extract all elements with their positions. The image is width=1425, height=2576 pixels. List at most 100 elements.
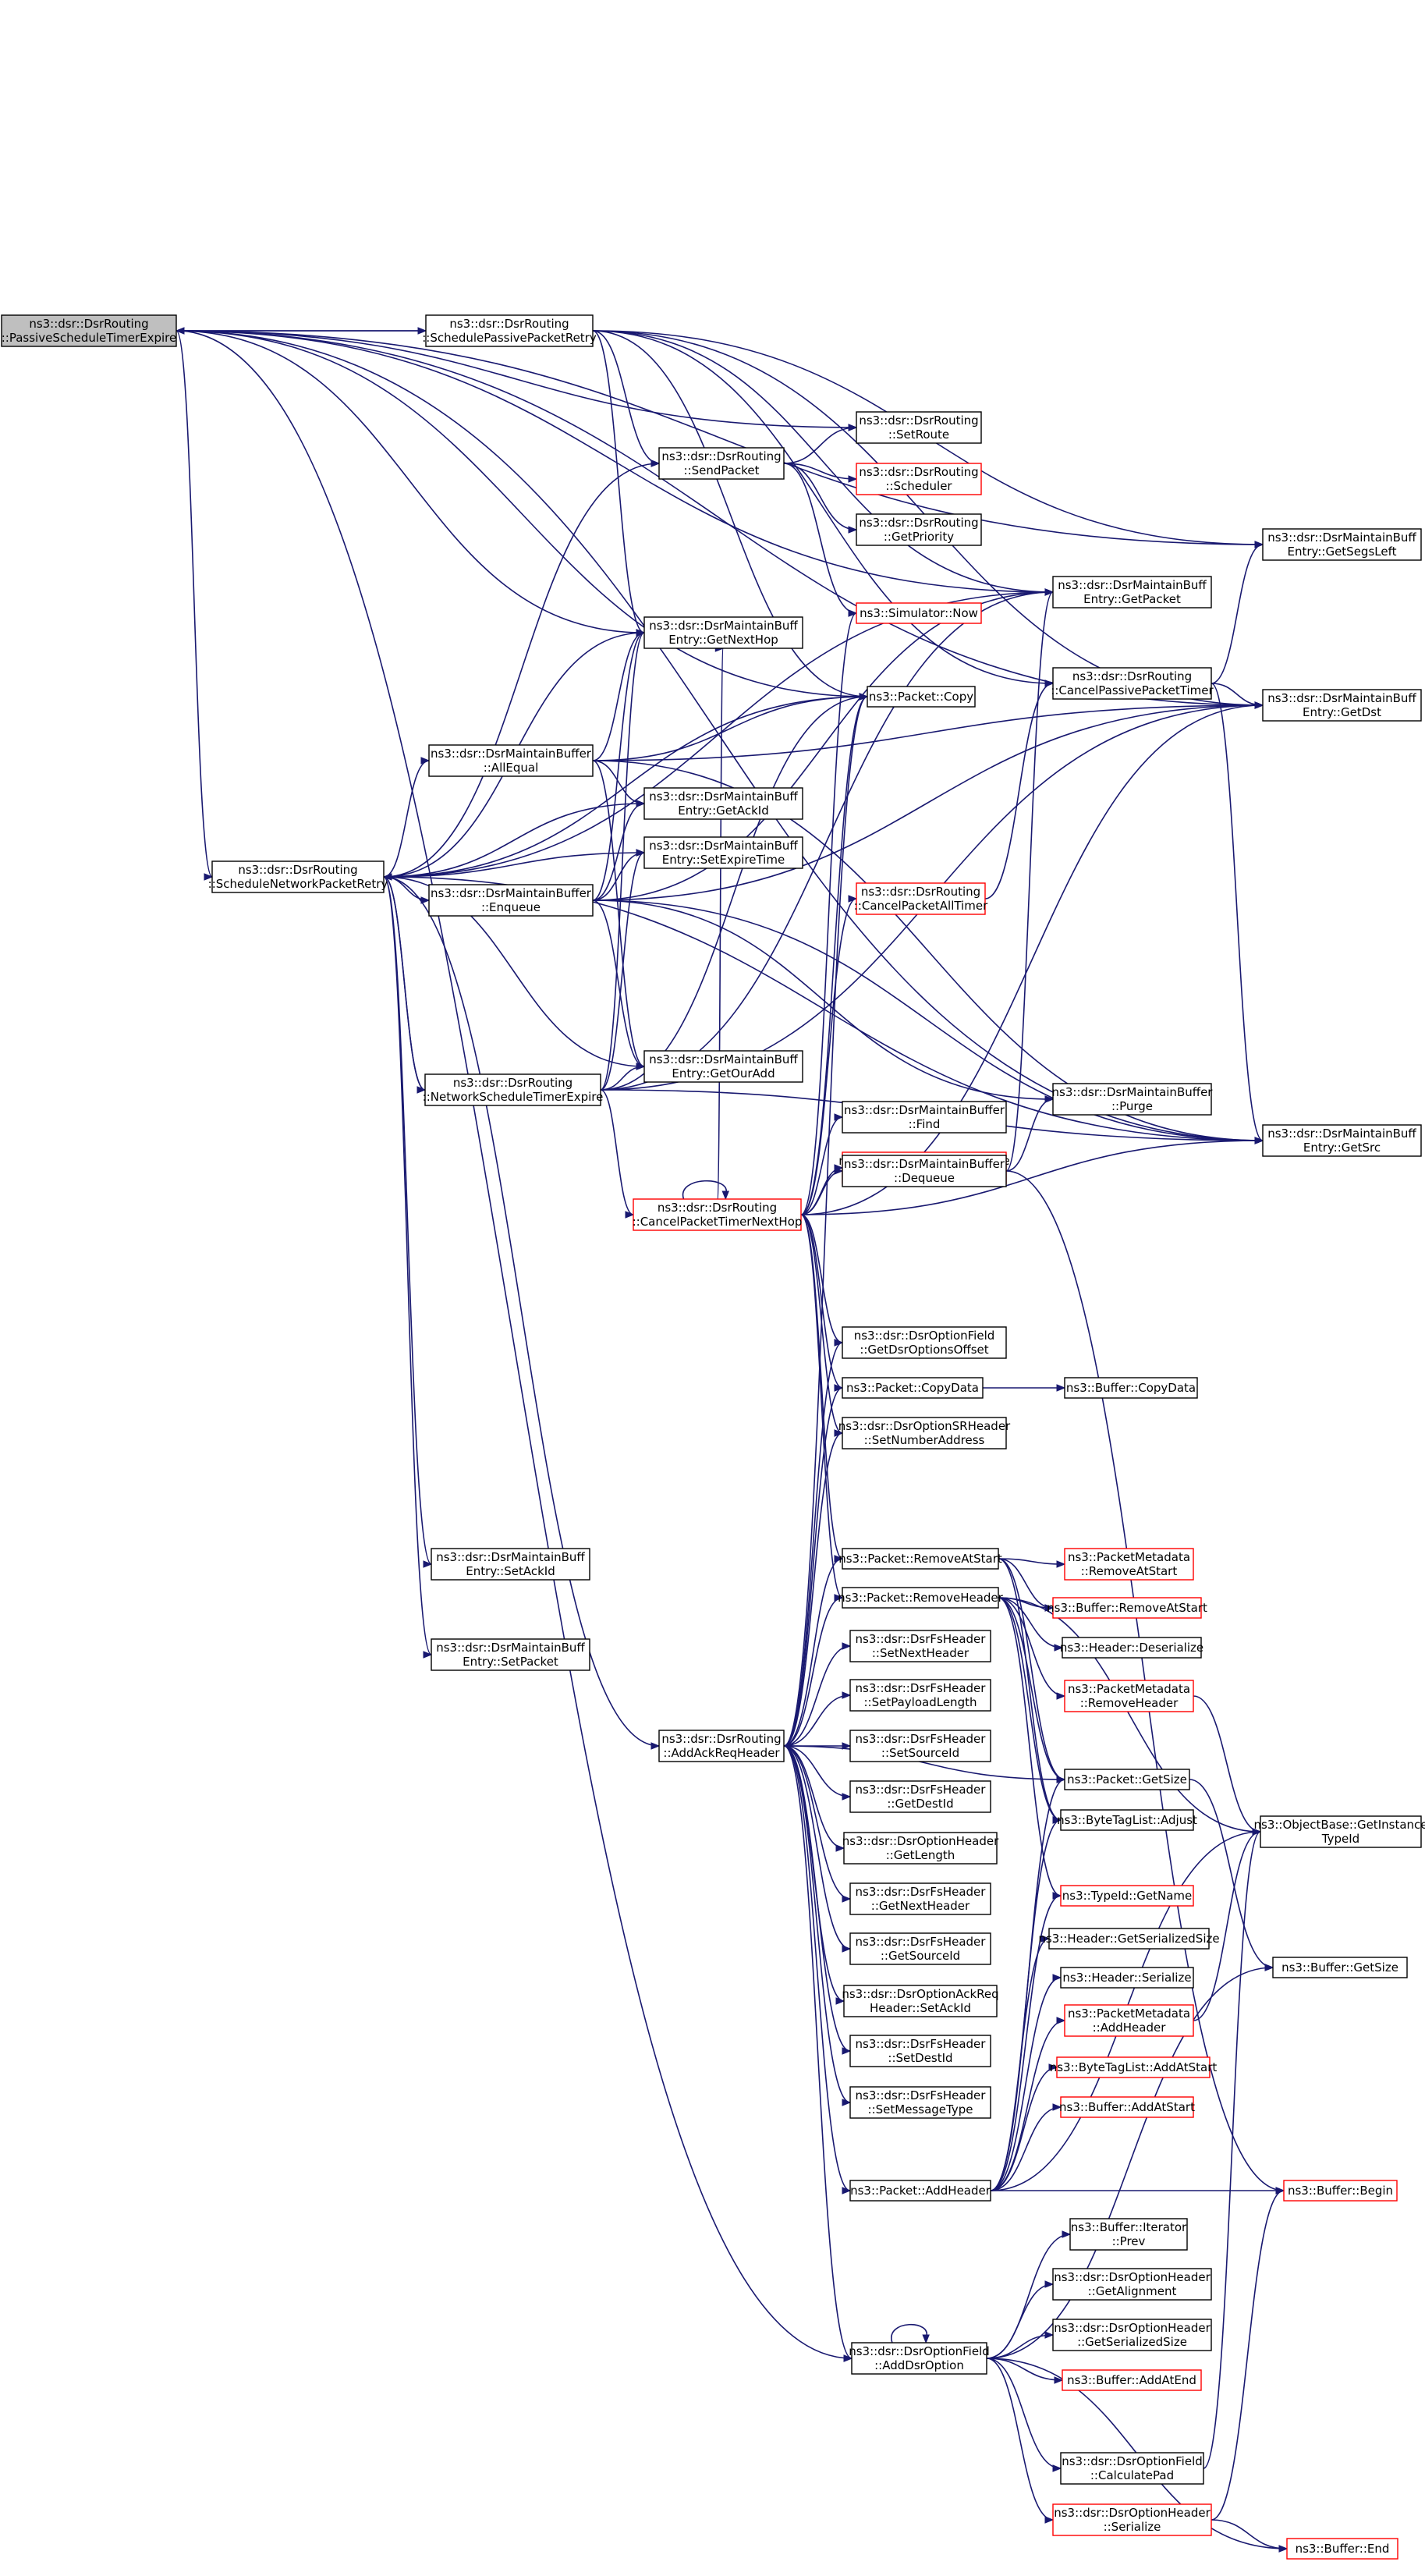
node-buffer-get-size[interactable]: ns3::Buffer::GetSize bbox=[1272, 1957, 1408, 1978]
node-box[interactable] bbox=[1060, 1809, 1194, 1831]
node-box[interactable] bbox=[856, 513, 982, 546]
node-box[interactable] bbox=[1060, 2096, 1194, 2118]
node-cancel-all-timer[interactable]: ns3::dsr::DsrRouting::CancelPacketAllTim… bbox=[854, 882, 988, 915]
node-box[interactable] bbox=[1064, 1377, 1198, 1399]
node-network-timer[interactable]: ns3::dsr::DsrRouting::NetworkScheduleTim… bbox=[423, 1073, 604, 1106]
node-box[interactable] bbox=[1056, 2056, 1211, 2078]
node-box[interactable] bbox=[849, 2086, 991, 2119]
node-get-priority[interactable]: ns3::dsr::DsrRouting::GetPriority bbox=[856, 513, 982, 546]
node-buffer-begin[interactable]: ns3::Buffer::Begin bbox=[1283, 2180, 1398, 2202]
node-box[interactable] bbox=[1060, 1967, 1194, 1989]
node-byte-tag-adjust[interactable]: ns3::ByteTagList::Adjust bbox=[1057, 1809, 1197, 1831]
node-box[interactable] bbox=[849, 1882, 991, 1915]
node-get-dest-id[interactable]: ns3::dsr::DsrFsHeader::GetDestId bbox=[849, 1780, 991, 1813]
node-packet-remove-at-start[interactable]: ns3::Packet::RemoveAtStart bbox=[838, 1548, 1002, 1570]
node-box[interactable] bbox=[431, 1638, 590, 1671]
node-box[interactable] bbox=[851, 2342, 987, 2375]
node-box[interactable] bbox=[643, 616, 803, 649]
node-box[interactable] bbox=[1260, 1815, 1422, 1848]
node-box[interactable] bbox=[633, 1198, 802, 1231]
node-option-get-serialized-size[interactable]: ns3::dsr::DsrOptionHeader::GetSerialized… bbox=[1052, 2319, 1212, 2351]
node-iterator-prev[interactable]: ns3::Buffer::Iterator::Prev bbox=[1069, 2218, 1188, 2251]
node-get-dsr-options-offset[interactable]: ns3::dsr::DsrOptionField::GetDsrOptionsO… bbox=[842, 1326, 1007, 1359]
node-set-expire-time[interactable]: ns3::dsr::DsrMaintainBuffEntry::SetExpir… bbox=[643, 836, 803, 869]
node-set-packet-entry[interactable]: ns3::dsr::DsrMaintainBuffEntry::SetPacke… bbox=[431, 1638, 590, 1671]
node-box[interactable] bbox=[856, 463, 982, 495]
node-box[interactable] bbox=[1, 314, 177, 347]
node-dequeue[interactable]: ns3::dsr::DsrMaintainBuffer::Dequeue bbox=[842, 1155, 1007, 1187]
node-box[interactable] bbox=[1262, 1124, 1422, 1157]
node-cancel-passive[interactable]: ns3::dsr::DsrRouting::CancelPassivePacke… bbox=[1051, 667, 1214, 700]
node-box[interactable] bbox=[849, 1730, 991, 1762]
node-box[interactable] bbox=[842, 1548, 999, 1570]
node-box[interactable] bbox=[1052, 667, 1212, 700]
node-buffer-copy-data[interactable]: ns3::Buffer::CopyData bbox=[1064, 1377, 1198, 1399]
node-box[interactable] bbox=[1064, 2004, 1194, 2037]
node-box[interactable] bbox=[867, 686, 976, 708]
node-add-dsr-option[interactable]: ns3::dsr::DsrOptionField::AddDsrOption bbox=[849, 2342, 990, 2375]
node-set-message-type[interactable]: ns3::dsr::DsrFsHeader::SetMessageType bbox=[849, 2086, 991, 2119]
node-box[interactable] bbox=[1060, 1885, 1194, 1907]
node-box[interactable] bbox=[849, 2180, 991, 2202]
node-get-source-id[interactable]: ns3::dsr::DsrFsHeader::GetSourceId bbox=[849, 1932, 991, 1965]
node-get-alignment[interactable]: ns3::dsr::DsrOptionHeader::GetAlignment bbox=[1052, 2268, 1212, 2301]
node-set-source-id[interactable]: ns3::dsr::DsrFsHeader::SetSourceId bbox=[849, 1730, 991, 1762]
node-send-packet[interactable]: ns3::dsr::DsrRouting::SendPacket bbox=[658, 447, 785, 480]
node-box[interactable] bbox=[658, 447, 785, 480]
node-box[interactable] bbox=[856, 411, 982, 444]
node-box[interactable] bbox=[1286, 2538, 1398, 2560]
node-box[interactable] bbox=[1052, 2268, 1212, 2301]
node-buffer-add-at-end[interactable]: ns3::Buffer::AddAtEnd bbox=[1062, 2369, 1202, 2391]
node-box[interactable] bbox=[1052, 1597, 1202, 1619]
node-box[interactable] bbox=[1064, 1769, 1190, 1790]
node-box[interactable] bbox=[431, 1548, 590, 1581]
node-buffer-remove-at-start[interactable]: ns3::Buffer::RemoveAtStart bbox=[1047, 1597, 1207, 1619]
node-box[interactable] bbox=[842, 1417, 1007, 1449]
node-header-get-serialized-size[interactable]: ns3::Header::GetSerializedSize bbox=[1038, 1928, 1220, 1950]
node-box[interactable] bbox=[842, 1326, 1007, 1359]
node-box[interactable] bbox=[428, 744, 594, 777]
node-box[interactable] bbox=[424, 1073, 601, 1106]
node-box[interactable] bbox=[849, 2035, 991, 2067]
node-box[interactable] bbox=[849, 1679, 991, 1712]
node-box[interactable] bbox=[643, 1050, 803, 1083]
node-set-payload-length[interactable]: ns3::dsr::DsrFsHeader::SetPayloadLength bbox=[849, 1679, 991, 1712]
node-box[interactable] bbox=[428, 884, 594, 917]
node-box[interactable] bbox=[1262, 689, 1422, 722]
node-get-next-hop[interactable]: ns3::dsr::DsrMaintainBuffEntry::GetNextH… bbox=[643, 616, 803, 649]
node-simulator-now[interactable]: ns3::Simulator::Now bbox=[856, 602, 982, 624]
node-set-dest-id[interactable]: ns3::dsr::DsrFsHeader::SetDestId bbox=[849, 2035, 991, 2067]
node-get-length[interactable]: ns3::dsr::DsrOptionHeader::GetLength bbox=[842, 1832, 999, 1865]
node-box[interactable] bbox=[843, 1985, 998, 2017]
node-metadata-add-header[interactable]: ns3::PacketMetadata::AddHeader bbox=[1064, 2004, 1194, 2037]
node-get-our-add[interactable]: ns3::dsr::DsrMaintainBuffEntry::GetOurAd… bbox=[643, 1050, 803, 1083]
node-metadata-remove-header[interactable]: ns3::PacketMetadata::RemoveHeader bbox=[1064, 1680, 1194, 1712]
node-scheduler[interactable]: ns3::dsr::DsrRouting::Scheduler bbox=[856, 463, 982, 495]
node-box[interactable] bbox=[425, 314, 594, 347]
node-header-deserialize[interactable]: ns3::Header::Deserialize bbox=[1060, 1637, 1203, 1659]
node-packet-copy[interactable]: ns3::Packet::Copy bbox=[867, 686, 976, 708]
node-all-equal[interactable]: ns3::dsr::DsrMaintainBuffer::AllEqual bbox=[428, 744, 594, 777]
node-header-serialize[interactable]: ns3::Header::Serialize bbox=[1060, 1967, 1194, 1989]
node-box[interactable] bbox=[856, 882, 986, 915]
node-box[interactable] bbox=[1064, 1548, 1194, 1581]
node-box[interactable] bbox=[849, 1630, 991, 1662]
node-box[interactable] bbox=[643, 836, 803, 869]
node-find[interactable]: ns3::dsr::DsrMaintainBuffer::Find bbox=[842, 1101, 1007, 1134]
node-get-packet[interactable]: ns3::dsr::DsrMaintainBuffEntry::GetPacke… bbox=[1052, 576, 1212, 609]
node-packet-get-size[interactable]: ns3::Packet::GetSize bbox=[1064, 1769, 1190, 1790]
node-box[interactable] bbox=[843, 1832, 998, 1865]
node-box[interactable] bbox=[856, 602, 982, 624]
node-schedule-network[interactable]: ns3::dsr::DsrRouting::ScheduleNetworkPac… bbox=[208, 860, 388, 893]
node-box[interactable] bbox=[1064, 1680, 1194, 1712]
node-box[interactable] bbox=[842, 1587, 999, 1609]
node-metadata-remove-at-start[interactable]: ns3::PacketMetadata::RemoveAtStart bbox=[1064, 1548, 1194, 1581]
node-enqueue[interactable]: ns3::dsr::DsrMaintainBuffer::Enqueue bbox=[428, 884, 594, 917]
node-box[interactable] bbox=[643, 787, 803, 820]
node-buffer-add-at-start[interactable]: ns3::Buffer::AddAtStart bbox=[1059, 2096, 1195, 2118]
